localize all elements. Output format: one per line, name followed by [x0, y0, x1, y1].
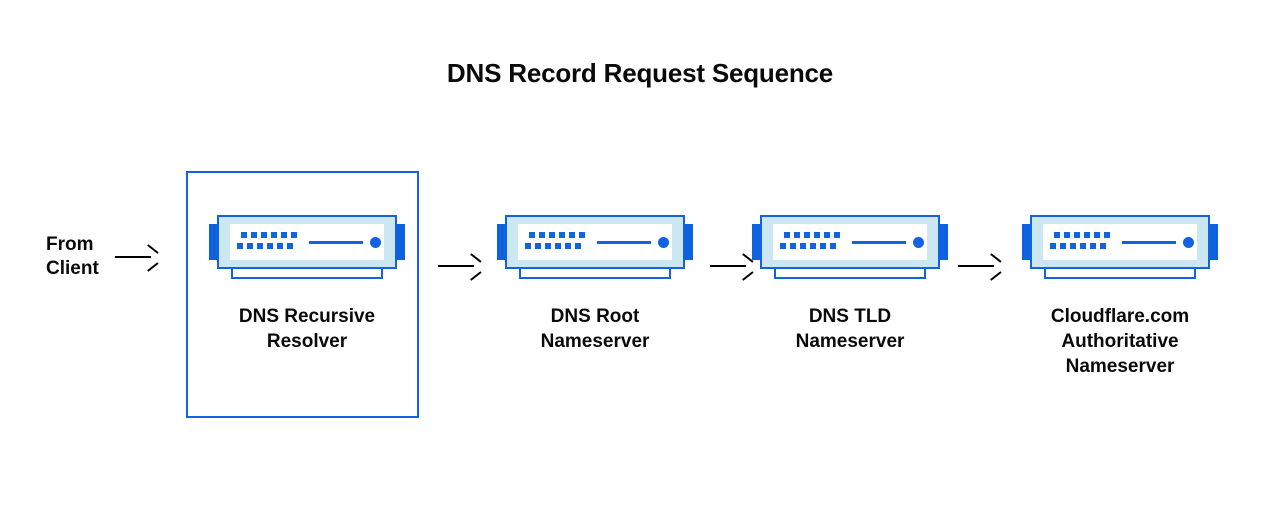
arrow-shaft	[710, 265, 746, 267]
server-icon	[1022, 211, 1218, 279]
server-base-shelf	[519, 267, 671, 279]
server-vent-dot	[257, 243, 263, 249]
server-vent-dot	[804, 232, 810, 238]
server-vent-dot	[1064, 232, 1070, 238]
resolver-highlight-box	[186, 171, 419, 418]
server-vent-dot	[820, 243, 826, 249]
arrow-head-lower	[470, 270, 482, 281]
server-vent-dot	[281, 232, 287, 238]
server-vent-dot	[1084, 232, 1090, 238]
server-vent-dot	[241, 232, 247, 238]
arrow-right-icon	[438, 252, 482, 281]
node-label: DNS Root Nameserver	[540, 306, 650, 353]
server-vent-dot	[1060, 243, 1066, 249]
server-vent-dot	[814, 232, 820, 238]
page-title: DNS Record Request Sequence	[446, 58, 834, 88]
server-vent-dot	[555, 243, 561, 249]
server-vent-dot	[535, 243, 541, 249]
node-dns-tld-nameserver[interactable]: DNS TLD Nameserver	[745, 211, 955, 354]
server-vent-dot	[780, 243, 786, 249]
server-vent-dot	[251, 232, 257, 238]
node-dns-recursive-resolver[interactable]: DNS Recursive Resolver	[202, 211, 412, 354]
server-vent-dot	[830, 243, 836, 249]
server-icon	[752, 211, 948, 279]
server-vent-dot	[529, 232, 535, 238]
server-vent-dot	[565, 243, 571, 249]
node-cloudflare-authoritative-nameserver[interactable]: Cloudflare.com Authoritative Nameserver	[1015, 211, 1225, 379]
server-vent-dot	[790, 243, 796, 249]
server-vent-dot	[824, 232, 830, 238]
server-vent-dot	[545, 243, 551, 249]
server-vent-dot	[525, 243, 531, 249]
server-vent-dot	[1070, 243, 1076, 249]
dns-flow-diagram: From Client DNS Recursive Resolver	[0, 171, 1280, 431]
client-source: From Client	[46, 233, 159, 281]
server-vent-dot	[1094, 232, 1100, 238]
server-status-line	[1122, 241, 1176, 244]
arrow-shaft	[958, 265, 994, 267]
server-base-shelf	[231, 267, 383, 279]
server-vent-dot	[794, 232, 800, 238]
server-vent-dots	[1050, 232, 1112, 253]
server-vent-dots	[525, 232, 587, 253]
server-chassis	[505, 215, 685, 269]
server-led-icon	[913, 237, 924, 248]
server-vent-dots	[780, 232, 842, 253]
server-icon	[209, 211, 405, 279]
server-vent-dot	[291, 232, 297, 238]
server-vent-dot	[237, 243, 243, 249]
server-base-shelf	[774, 267, 926, 279]
server-vent-dot	[277, 243, 283, 249]
server-vent-dot	[834, 232, 840, 238]
arrow-shaft	[114, 256, 151, 259]
server-vent-dot	[579, 232, 585, 238]
server-status-line	[597, 241, 651, 244]
server-vent-dot	[549, 232, 555, 238]
server-vent-dot	[261, 232, 267, 238]
node-label: Cloudflare.com Authoritative Nameserver	[1050, 306, 1190, 378]
server-vent-dot	[1104, 232, 1110, 238]
server-vent-dots	[237, 232, 299, 253]
arrow-head-upper	[146, 243, 159, 254]
node-label: DNS TLD Nameserver	[795, 306, 905, 353]
arrow-shaft	[438, 265, 474, 267]
server-vent-dot	[1100, 243, 1106, 249]
server-vent-dot	[1090, 243, 1096, 249]
server-vent-dot	[1080, 243, 1086, 249]
server-led-icon	[658, 237, 669, 248]
arrow-right-icon	[958, 252, 1002, 281]
server-status-line	[309, 241, 363, 244]
server-base-shelf	[1044, 267, 1196, 279]
server-vent-dot	[1054, 232, 1060, 238]
arrow-right-icon	[114, 243, 159, 272]
server-vent-dot	[247, 243, 253, 249]
arrow-right-icon	[710, 252, 754, 281]
server-vent-dot	[287, 243, 293, 249]
server-vent-dot	[569, 232, 575, 238]
server-vent-dot	[810, 243, 816, 249]
server-icon	[497, 211, 693, 279]
arrow-head-lower	[146, 261, 159, 272]
server-vent-dot	[271, 232, 277, 238]
server-vent-dot	[784, 232, 790, 238]
server-vent-dot	[575, 243, 581, 249]
client-source-label: From Client	[46, 234, 99, 280]
server-vent-dot	[1074, 232, 1080, 238]
arrow-head-upper	[470, 252, 482, 263]
node-label: DNS Recursive Resolver	[238, 306, 376, 353]
server-vent-dot	[539, 232, 545, 238]
server-led-icon	[370, 237, 381, 248]
node-dns-root-nameserver[interactable]: DNS Root Nameserver	[490, 211, 700, 354]
server-vent-dot	[559, 232, 565, 238]
arrow-head-lower	[990, 270, 1002, 281]
server-led-icon	[1183, 237, 1194, 248]
server-vent-dot	[800, 243, 806, 249]
server-vent-dot	[267, 243, 273, 249]
server-status-line	[852, 241, 906, 244]
arrow-head-upper	[990, 252, 1002, 263]
server-vent-dot	[1050, 243, 1056, 249]
